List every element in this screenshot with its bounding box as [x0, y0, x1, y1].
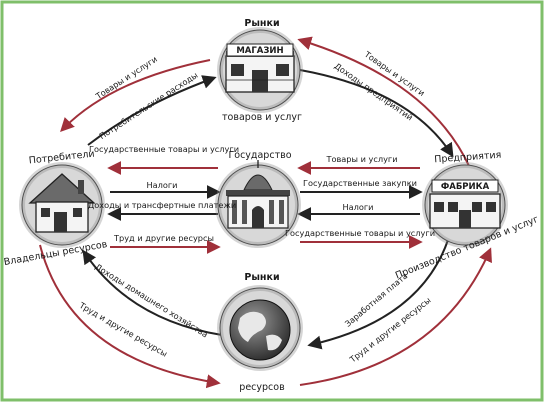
market-resources-title: Рынки: [244, 272, 279, 283]
shop-sign: [226, 43, 294, 57]
arrow-labor-to-enterprise: [299, 247, 492, 386]
label-taxes-left: Налоги: [146, 180, 177, 190]
factory-icon: [429, 193, 501, 229]
label-gov-goods-left: Государственные товары и услуги: [89, 144, 239, 154]
label-labor-left-mid: Труд и другие ресурсы: [113, 233, 214, 243]
arrow-wages-to-market: [307, 239, 449, 350]
globe-icon: [229, 299, 291, 361]
market-goods-node: МАГАЗИН Рынки товаров и услуг: [217, 18, 303, 123]
market-goods-title: Рынки: [244, 18, 279, 29]
label-gov-purchases: Государственные закупки: [303, 178, 417, 188]
label-taxes-right: Налоги: [342, 202, 373, 212]
factory-sign-text: ФАБРИКА: [441, 182, 490, 192]
house-icon: [28, 173, 96, 233]
enterprises-node: ФАБРИКА Предприятия Производство товаров…: [394, 150, 540, 282]
label-gov-goods-left-text: Государственные товары и услуги: [89, 144, 239, 154]
arrow-goods-to-consumers: [60, 59, 211, 133]
government-node: Государство: [215, 150, 301, 248]
arrow-goods-from-enterprise: [297, 36, 471, 169]
label-goods-to-gov: Товары и услуги: [325, 154, 397, 164]
label-income-transfers: Доходы и трансфертные платежи: [88, 200, 236, 210]
arrow-labor-to-market: [39, 244, 221, 389]
label-gov-goods-right: Государственные товары и услуги: [285, 228, 435, 238]
arrow-spending-to-market: [87, 75, 217, 146]
arrow-revenue-to-enterprise: [299, 69, 454, 158]
market-goods-subtitle: товаров и услуг: [222, 112, 302, 123]
government-title: Государство: [228, 150, 291, 161]
arrow-income-to-consumers: [82, 249, 223, 336]
shop-sign-text: МАГАЗИН: [236, 46, 283, 56]
market-resources-subtitle: ресурсов: [239, 382, 285, 393]
shop-icon: [225, 51, 295, 93]
factory-sign: [431, 179, 499, 193]
market-resources-node: Рынки ресурсов: [217, 272, 303, 393]
enterprises-title: Предприятия: [434, 150, 502, 166]
capitol-icon: [226, 160, 290, 229]
